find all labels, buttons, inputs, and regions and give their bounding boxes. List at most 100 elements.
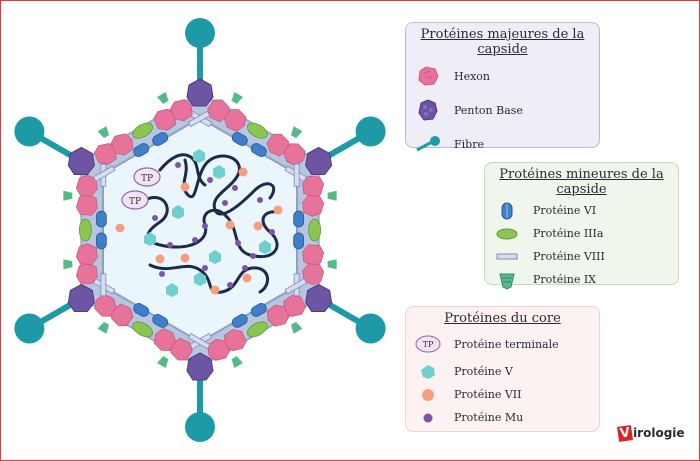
core-proteins xyxy=(115,149,283,297)
legend-item-terminal-protein: TP Protéine terminale xyxy=(406,328,599,360)
protein-viii xyxy=(284,278,308,295)
hexon xyxy=(266,133,290,157)
protein-ix xyxy=(327,190,337,201)
protein-iiia xyxy=(78,218,92,242)
terminal-protein-label: TP xyxy=(129,197,141,207)
protein-vi xyxy=(293,232,305,250)
protein-ix-icon xyxy=(485,270,529,290)
protein-ix xyxy=(231,92,243,104)
protein-ix xyxy=(231,356,243,368)
legend-label: Hexon xyxy=(454,69,491,83)
protein-v-icon xyxy=(406,364,450,380)
protein-vi-icon xyxy=(485,201,529,221)
genome xyxy=(143,153,280,294)
protein-mu xyxy=(202,223,208,229)
penton-base xyxy=(186,352,214,381)
protein-vii xyxy=(253,221,263,231)
protein-vi xyxy=(231,314,248,328)
protein-viii xyxy=(100,273,107,297)
protein-iiia xyxy=(132,122,154,139)
legend-label: Protéine IIIa xyxy=(533,227,604,240)
hexon xyxy=(93,143,117,165)
protein-mu xyxy=(207,177,213,183)
fibre-knob xyxy=(14,313,45,344)
protein-vii xyxy=(180,182,190,192)
protein-mu xyxy=(227,282,233,288)
penton-base xyxy=(67,146,95,175)
legend-label: Protéine VIII xyxy=(533,250,605,263)
protein-vii xyxy=(242,273,252,283)
hexon xyxy=(110,303,134,327)
protein-viii xyxy=(187,110,211,128)
protein-vii xyxy=(238,167,248,177)
legend-item-protein-iiia: Protéine IIIa xyxy=(485,222,678,245)
terminal-protein-badge: TP xyxy=(423,340,434,349)
protein-mu xyxy=(235,240,241,246)
protein-v xyxy=(213,165,225,179)
hexon xyxy=(169,99,193,122)
protein-vi xyxy=(133,303,150,317)
dna-strand xyxy=(182,154,276,216)
hexon xyxy=(302,175,325,198)
protein-mu xyxy=(232,185,238,191)
fibre-knob xyxy=(185,18,215,48)
hexon xyxy=(153,328,177,351)
protein-vi xyxy=(152,314,169,328)
hexon xyxy=(223,329,247,352)
legend-label: Protéine terminale xyxy=(454,337,559,351)
legend-core-proteins: Protéines du core TP Protéine terminale … xyxy=(405,306,600,432)
legend-label: Fibre xyxy=(454,137,484,151)
protein-vi xyxy=(95,232,107,250)
protein-mu xyxy=(242,265,248,271)
hexon xyxy=(153,108,177,131)
hexon xyxy=(283,143,306,167)
hexon xyxy=(207,99,230,123)
legend-title: Protéines majeures de la capside xyxy=(420,27,585,57)
protein-v xyxy=(166,283,178,297)
adenovirus-diagram: TP TP xyxy=(14,18,386,442)
protein-vi xyxy=(95,210,107,228)
hexon xyxy=(207,338,231,361)
hexon xyxy=(94,293,117,317)
terminal-protein-icon: TP xyxy=(406,334,450,354)
protein-mu xyxy=(250,253,256,259)
protein-ix xyxy=(290,321,303,334)
protein-viii xyxy=(92,165,116,182)
protein-vii xyxy=(155,254,165,264)
dna-strand xyxy=(158,153,207,187)
protein-mu-icon xyxy=(406,412,450,424)
protein-vi xyxy=(152,132,169,146)
protein-v xyxy=(209,250,221,264)
protein-mu xyxy=(192,237,198,243)
protein-mu xyxy=(257,197,263,203)
protein-vi xyxy=(250,143,267,157)
protein-vii xyxy=(180,253,190,263)
protein-ix xyxy=(327,259,337,270)
protein-v xyxy=(172,205,184,219)
protein-mu xyxy=(159,271,165,277)
protein-vii-icon xyxy=(406,388,450,402)
protein-ix xyxy=(290,126,303,139)
penton-base xyxy=(67,283,95,312)
hexon xyxy=(170,337,193,361)
legend-item-protein-ix: Protéine IX xyxy=(485,268,678,291)
logo-letter: V xyxy=(617,424,634,442)
protein-vii xyxy=(115,223,125,233)
legend-item-protein-vii: Protéine VII xyxy=(406,383,599,406)
legend-label: Protéine IX xyxy=(533,273,596,286)
legend-label: Protéine V xyxy=(454,365,513,378)
legend-title: Protéines mineures de la capside xyxy=(499,167,664,197)
hexon xyxy=(283,295,307,317)
protein-vii xyxy=(225,220,235,230)
terminal-protein: TP xyxy=(121,190,149,210)
hexon xyxy=(266,304,290,327)
protein-viii-icon xyxy=(485,252,529,262)
protein-iiia xyxy=(246,321,268,338)
hexon xyxy=(75,243,98,266)
penton-base xyxy=(305,146,333,175)
fibre-knob xyxy=(14,116,45,147)
legend-minor-capsid-proteins: Protéines mineures de la capside Protéin… xyxy=(484,162,679,290)
protein-vi xyxy=(231,132,248,146)
protein-v xyxy=(193,149,205,163)
